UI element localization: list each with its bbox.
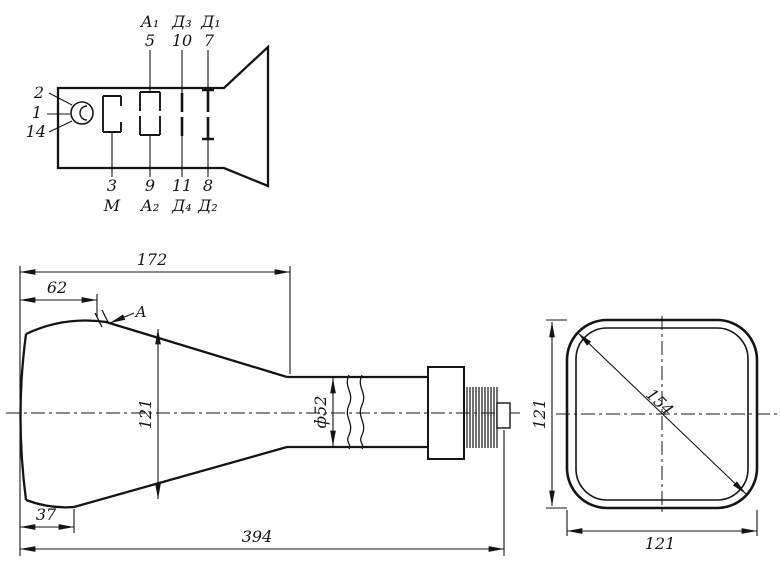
extension-lines: [19, 266, 505, 556]
pin-number-5: 5: [145, 31, 155, 50]
schematic-tube-outline: [56, 44, 270, 188]
electrode-plates: [180, 88, 214, 141]
electrode-label-d2: Д₂: [197, 196, 217, 215]
electrode-label-a2: А₂: [140, 196, 160, 215]
front-extension-lines: [546, 319, 758, 536]
pin-number-10: 10: [172, 31, 192, 50]
pin-number-11: 11: [172, 176, 192, 195]
electrode-label-m: М: [103, 196, 121, 215]
screen-outer: [565, 318, 759, 510]
screen-front-view: 154 121 121: [530, 316, 778, 553]
dim-label-121-width: 121: [645, 534, 676, 553]
corner-mark-a: А: [134, 303, 146, 321]
cathode-symbol: [70, 101, 94, 125]
diagonal-dimension-line: [577, 332, 747, 495]
electrode-anodes: [139, 91, 161, 136]
electrode-label-d4: Д₄: [171, 196, 191, 215]
bulb-outline: [19, 319, 428, 509]
dim-label-121-height: 121: [530, 399, 549, 430]
electrode-label-d3: Д₃: [171, 12, 191, 31]
pin-number-14: 14: [26, 122, 46, 141]
screen-inner: [575, 327, 749, 501]
pin-number-8: 8: [203, 176, 213, 195]
neck-break-lines: [346, 374, 365, 450]
dim-label-121-side: 121: [136, 399, 155, 430]
dim-label-154: 154: [642, 385, 677, 420]
pin-number-1: 1: [32, 103, 42, 122]
dim-label-394: 394: [242, 527, 273, 546]
dim-label-f52: ф52: [311, 396, 330, 429]
pin-number-2: 2: [33, 83, 44, 102]
pin-number-3: 3: [107, 176, 117, 195]
electrode-label-a1: А₁: [140, 12, 160, 31]
cathode-leads: [47, 92, 73, 133]
electrode-label-d1: Д₁: [200, 12, 220, 31]
electrode-grid-cup: [102, 95, 122, 133]
dim-label-37: 37: [36, 505, 57, 524]
tube-side-view: 172 62 А 121 ф52 37 394: [6, 250, 522, 556]
pin-number-9: 9: [145, 176, 155, 195]
dim-label-62: 62: [47, 278, 67, 297]
electrode-schematic: А₁ Д₃ Д₁ 5 10 7 2 1 14 3 9 11 8 М А₂ Д₄ …: [26, 12, 270, 215]
base-pins: [466, 387, 511, 448]
tube-base: [427, 366, 465, 460]
dim-label-172: 172: [137, 250, 168, 269]
schematic-leaders: [111, 50, 209, 177]
dimension-lines: [20, 269, 504, 552]
pin-number-7: 7: [204, 31, 215, 50]
